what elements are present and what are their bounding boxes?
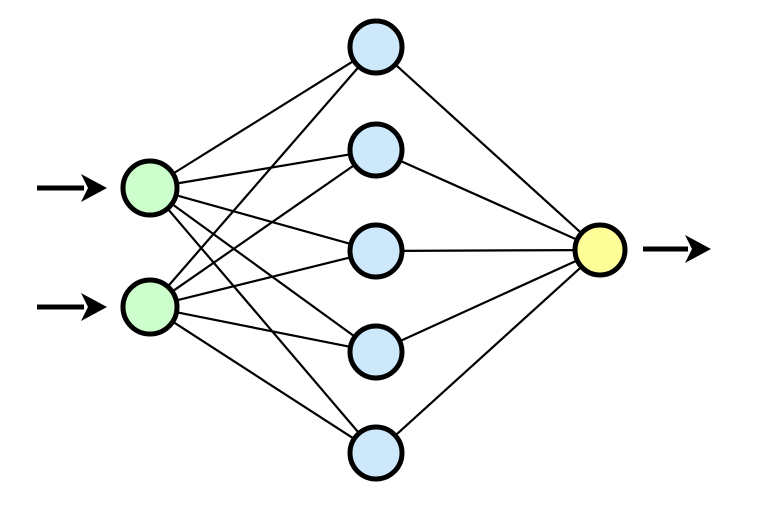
edge-h3-o1 <box>399 249 578 252</box>
edge-i2-h2 <box>169 162 357 294</box>
neuron-h1[interactable] <box>347 18 405 76</box>
edge-i1-h2 <box>174 152 353 185</box>
connection-edges <box>165 58 584 441</box>
edge-i1-h5 <box>165 206 362 436</box>
edge-h2-o1 <box>397 158 580 242</box>
neuron-h4[interactable] <box>347 323 405 381</box>
edge-i1-h1 <box>170 58 357 176</box>
edge-h4-o1 <box>397 258 580 343</box>
arrow-head-in1 <box>81 174 107 202</box>
edge-i2-h4 <box>173 310 354 349</box>
neuron-i2[interactable] <box>120 277 180 337</box>
neuron-h3[interactable] <box>347 222 405 280</box>
io-arrows <box>37 174 711 321</box>
edge-h1-o1 <box>393 62 584 236</box>
arrow-head-out1 <box>685 235 711 263</box>
neuron-i1[interactable] <box>120 158 180 218</box>
neuron-h5[interactable] <box>347 424 405 482</box>
neuron-o1[interactable] <box>572 222 628 278</box>
edge-i1-h3 <box>173 193 354 246</box>
edge-h5-o1 <box>393 264 584 438</box>
neuron-nodes <box>120 18 628 482</box>
edge-i2-h3 <box>173 255 354 302</box>
edge-i2-h5 <box>170 319 357 441</box>
arrow-head-in2 <box>81 293 107 321</box>
neuron-h2[interactable] <box>347 121 405 179</box>
edge-i1-h4 <box>169 201 358 339</box>
edge-i2-h1 <box>165 64 362 289</box>
